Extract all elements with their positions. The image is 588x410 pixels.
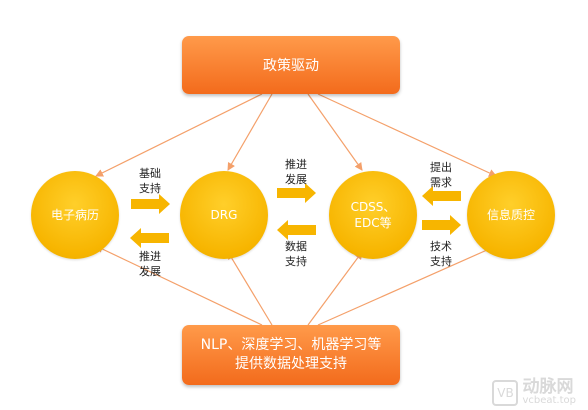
line-top-to-drg [227,93,273,171]
arrow-cdss-to-drg [277,220,316,240]
watermark-url: vcbeat.top [522,395,576,406]
label-cdss-qc-top: 提出 需求 [421,160,461,190]
line-top-to-cdss [307,93,363,171]
node-cdss-label-line1: CDSS、 [350,200,396,214]
data-processing-box: NLP、深度学习、机器学习等 提供数据处理支持 [182,325,400,385]
label-text: 发展 [139,265,161,278]
line-bottom-to-drg [227,251,273,326]
label-text: 技术 [430,240,452,253]
watermark: VB 动脉网 vcbeat.top [492,379,576,406]
data-processing-line2: 提供数据处理支持 [235,356,347,372]
label-text: 发展 [285,173,307,186]
label-text: 需求 [430,176,452,189]
label-drg-cdss-bottom: 数据 支持 [276,239,316,269]
line-top-to-emr [95,93,263,177]
node-cdss: CDSS、 EDC等 [329,171,417,259]
label-text: 推进 [285,158,307,171]
label-text: 数据 [285,240,307,253]
arrow-qc-to-cdss [422,186,461,206]
node-emr: 电子病历 [31,171,119,259]
arrow-cdss-to-qc [422,215,461,235]
arrow-drg-to-cdss [277,183,316,203]
label-text: 基础 [139,167,161,180]
line-bottom-to-qc [317,245,497,326]
node-emr-label: 电子病历 [50,208,99,222]
policy-driven-box: 政策驱动 [182,36,400,94]
arrow-drg-to-emr [130,228,169,248]
node-qc: 信息质控 [467,171,555,259]
label-drg-cdss-top: 推进 发展 [276,157,316,187]
line-bottom-to-emr [95,245,263,326]
label-text: 支持 [430,255,452,268]
label-text: 提出 [430,161,452,174]
label-text: 支持 [139,182,161,195]
label-emr-drg-bottom: 推进 发展 [130,249,170,279]
label-emr-drg-top: 基础 支持 [130,166,170,196]
line-top-to-qc [317,93,497,177]
arrow-emr-to-drg [131,194,170,214]
node-drg: DRG [180,171,268,259]
node-qc-label: 信息质控 [486,208,535,222]
label-text: 支持 [285,255,307,268]
node-cdss-label-line2: EDC等 [354,216,392,230]
node-drg-label: DRG [210,208,238,222]
watermark-brand: 动脉网 [522,377,574,397]
line-bottom-to-cdss [307,251,363,326]
policy-driven-label: 政策驱动 [263,58,319,74]
label-text: 推进 [139,250,161,263]
label-cdss-qc-bottom: 技术 支持 [421,239,461,269]
watermark-logo-icon: VB [492,379,519,406]
data-processing-line1: NLP、深度学习、机器学习等 [200,337,382,353]
